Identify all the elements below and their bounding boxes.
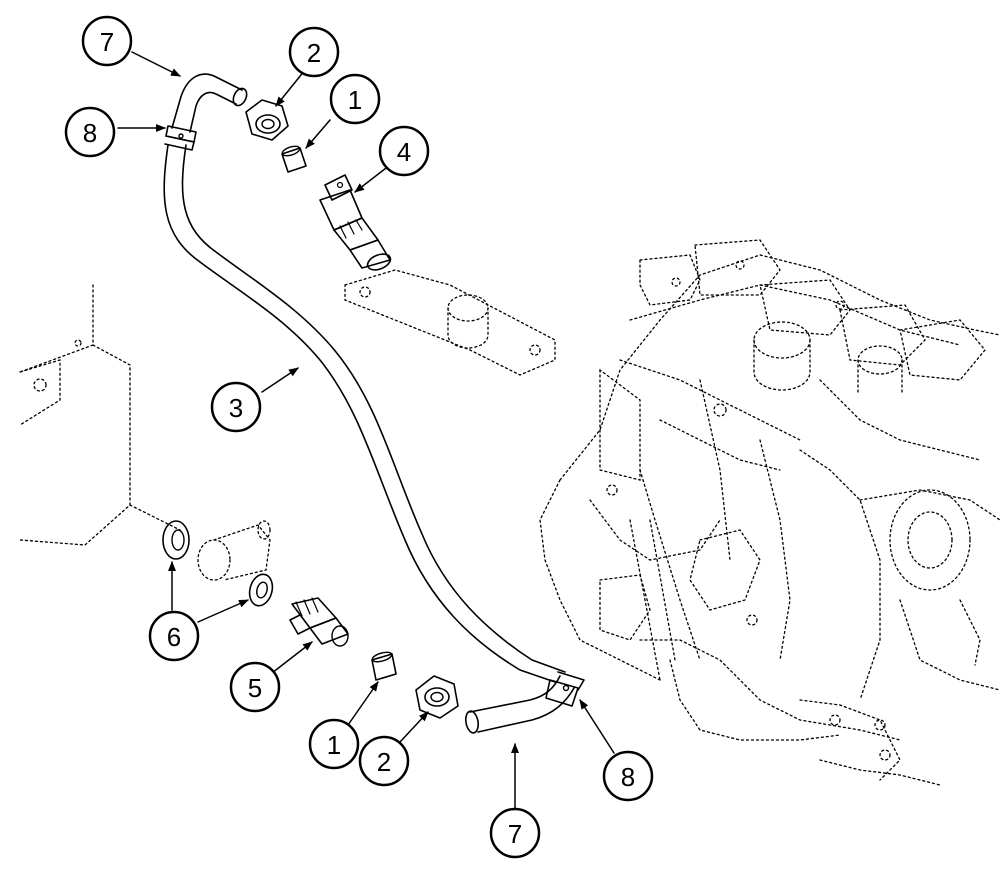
callout-6: 6 xyxy=(148,610,200,662)
callout-7-upper: 7 xyxy=(81,15,133,67)
sealing-washer-right xyxy=(248,573,274,607)
temperature-sender xyxy=(319,174,392,271)
callout-8-upper: 8 xyxy=(64,106,116,158)
elbow-hose-lower xyxy=(464,675,575,734)
elbow-hose-upper xyxy=(171,73,248,133)
svg-text:7: 7 xyxy=(508,819,522,849)
sealing-washer-left xyxy=(162,520,190,560)
nut-lower xyxy=(415,675,459,719)
callout-1-upper: 1 xyxy=(329,73,381,125)
sleeve-lower xyxy=(371,651,397,681)
svg-text:2: 2 xyxy=(377,747,391,777)
banjo-bolt xyxy=(289,597,349,647)
engine-block xyxy=(539,239,1000,786)
svg-text:7: 7 xyxy=(100,27,114,57)
svg-text:8: 8 xyxy=(621,762,635,792)
callout-8-lower: 8 xyxy=(602,750,654,802)
callout-2-upper: 2 xyxy=(288,26,340,78)
callout-3: 3 xyxy=(210,381,262,433)
callout-2-lower: 2 xyxy=(358,735,410,787)
svg-text:6: 6 xyxy=(167,622,181,652)
mounting-bracket xyxy=(19,284,181,546)
connector-dotted xyxy=(197,520,271,581)
svg-text:2: 2 xyxy=(307,38,321,68)
callout-1-lower: 1 xyxy=(308,718,360,770)
svg-text:4: 4 xyxy=(397,137,411,167)
svg-text:3: 3 xyxy=(229,393,243,423)
hose-clamp-upper xyxy=(164,125,197,151)
svg-text:1: 1 xyxy=(348,85,362,115)
nut-upper xyxy=(245,99,289,141)
sleeve-upper xyxy=(281,145,307,173)
hose-clamp-lower xyxy=(545,671,585,707)
svg-text:5: 5 xyxy=(248,673,262,703)
svg-text:8: 8 xyxy=(83,118,97,148)
callout-7-lower: 7 xyxy=(489,807,541,859)
coolant-hose xyxy=(163,144,566,683)
callout-5: 5 xyxy=(229,661,281,713)
callout-4: 4 xyxy=(378,125,430,177)
leader-arrows xyxy=(117,51,615,809)
svg-text:1: 1 xyxy=(327,730,341,760)
manifold-flange xyxy=(344,269,556,376)
